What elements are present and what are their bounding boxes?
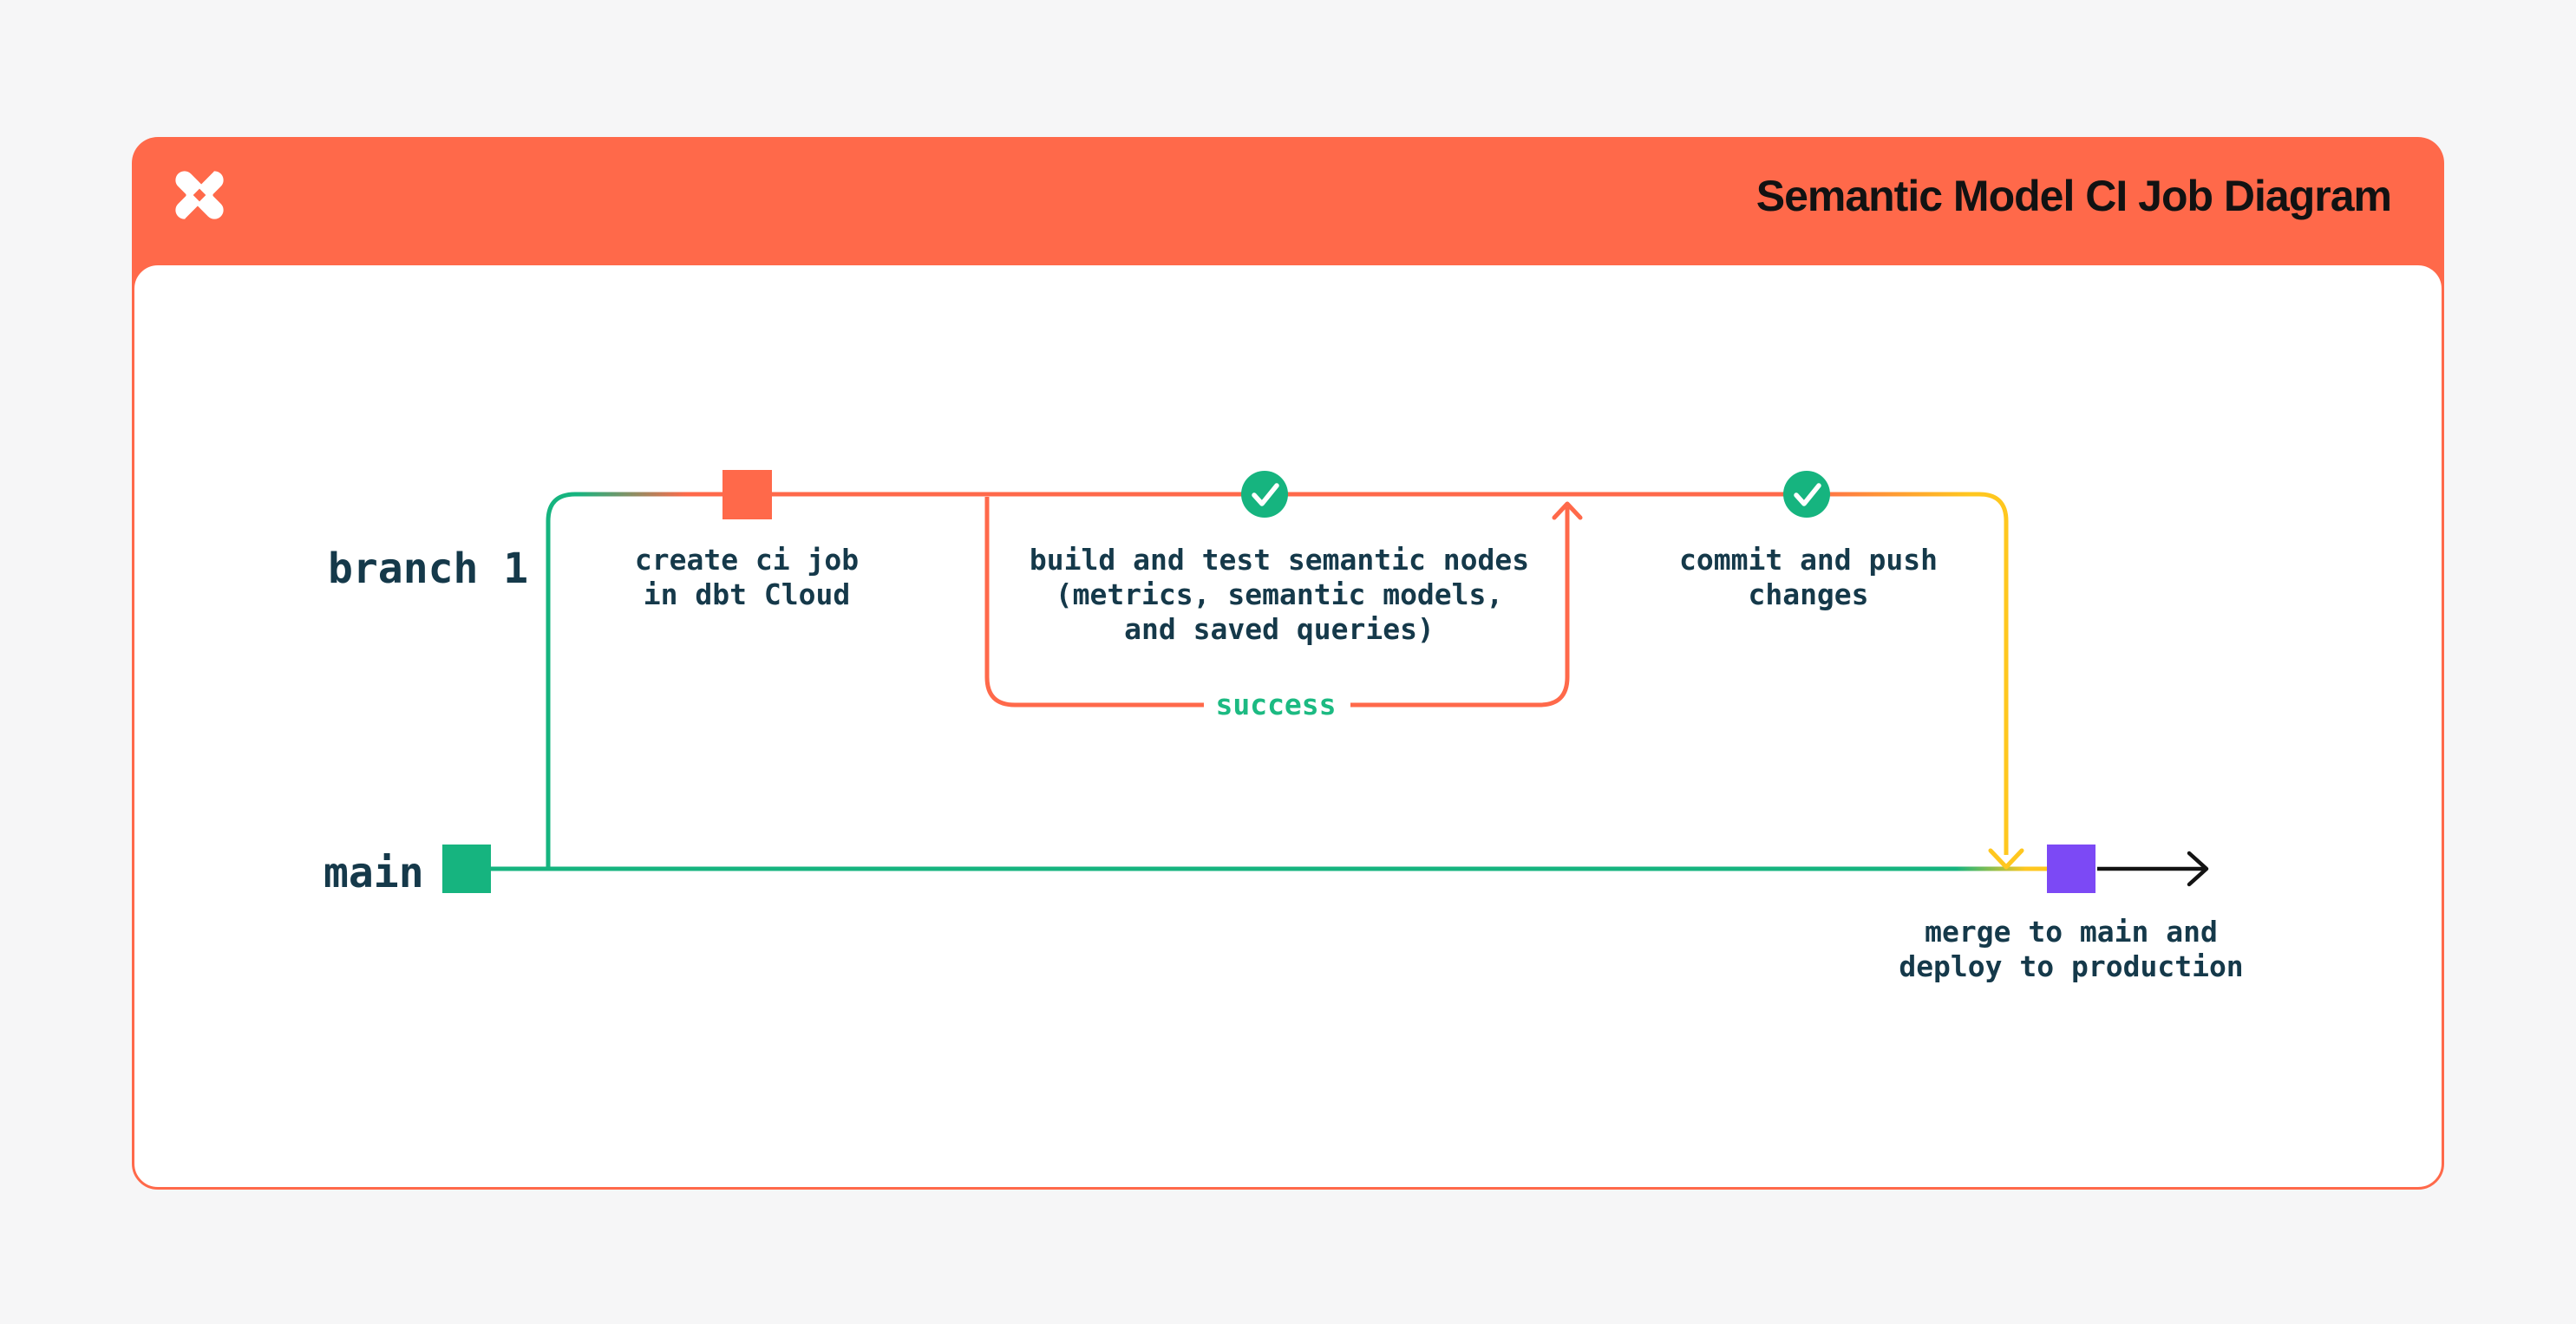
branch-1-label: branch 1 [328, 545, 529, 593]
main-label: main [324, 849, 424, 897]
build-test-caption: build and test semantic nodes (metrics, … [1029, 543, 1530, 646]
diagram-card [132, 263, 2444, 1190]
page-title: Semantic Model CI Job Diagram [1755, 172, 2392, 220]
dbt-logo-icon [175, 168, 224, 222]
success-loop-label: success [1215, 688, 1337, 721]
commit-push-caption: commit and push changes [1678, 543, 1939, 611]
create-ci-job-caption: create ci job in dbt Cloud [634, 543, 860, 611]
merge-deploy-caption: merge to main and deploy to production [1899, 915, 2244, 983]
